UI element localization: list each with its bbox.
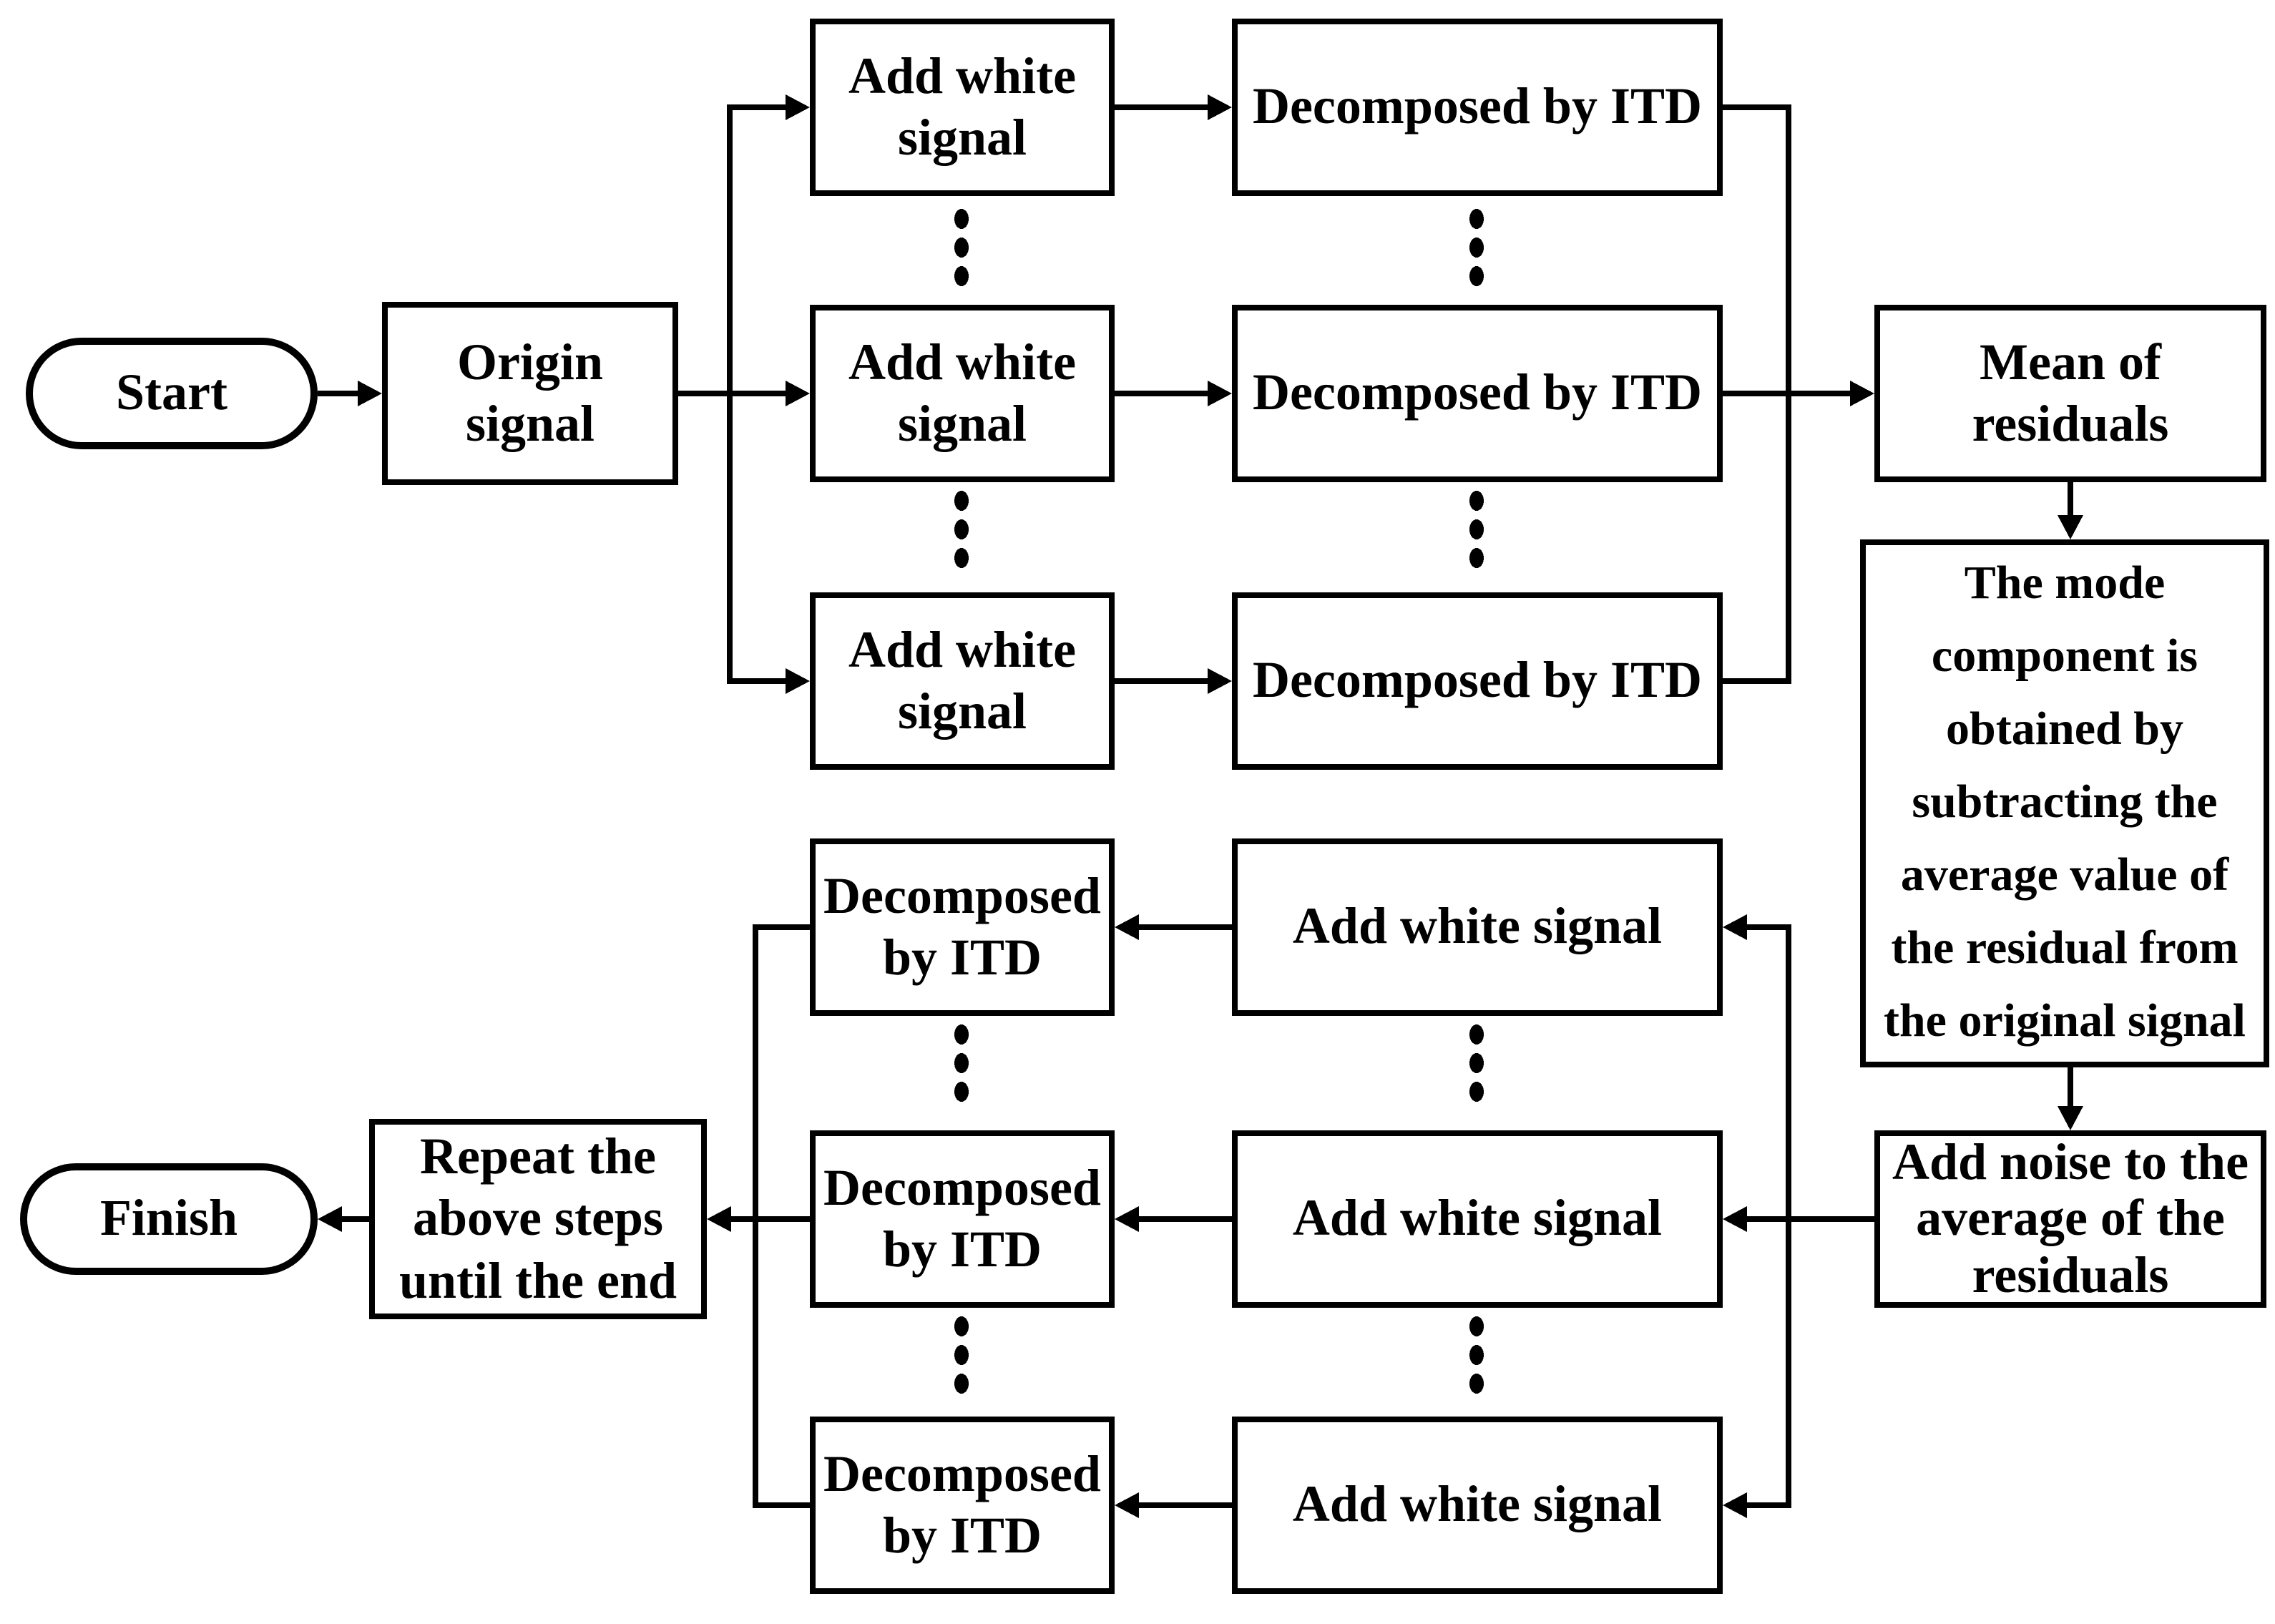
finish-terminal: Finish xyxy=(20,1163,318,1275)
add-white-signal-box: Add white signal xyxy=(810,19,1115,196)
mean-of-residuals-box: Mean of residuals xyxy=(1874,305,2266,482)
add-white-signal-box: Add white signal xyxy=(1232,838,1723,1016)
repeat-steps-box: Repeat the above steps until the end xyxy=(369,1119,707,1319)
origin-signal-box: Origin signal xyxy=(382,302,678,485)
mode-component-box: The mode component is obtained by subtra… xyxy=(1860,539,2269,1067)
decomposed-by-itd-box: Decomposed by ITD xyxy=(1232,19,1723,196)
add-white-signal-box: Add white signal xyxy=(1232,1130,1723,1308)
ellipsis-dots xyxy=(954,209,1484,1394)
add-white-signal-box: Add white signal xyxy=(810,592,1115,770)
decomposed-by-itd-box: Decomposed by ITD xyxy=(1232,305,1723,482)
add-white-signal-box: Add white signal xyxy=(1232,1417,1723,1594)
decomposed-by-itd-box: Decomposed by ITD xyxy=(1232,592,1723,770)
add-noise-box: Add noise to the average of the residual… xyxy=(1874,1130,2266,1308)
decomposed-by-itd-box: Decomposed by ITD xyxy=(810,1417,1115,1594)
add-white-signal-box: Add white signal xyxy=(810,305,1115,482)
decomposed-by-itd-box: Decomposed by ITD xyxy=(810,1130,1115,1308)
decomposed-by-itd-box: Decomposed by ITD xyxy=(810,838,1115,1016)
start-terminal: Start xyxy=(26,338,318,449)
